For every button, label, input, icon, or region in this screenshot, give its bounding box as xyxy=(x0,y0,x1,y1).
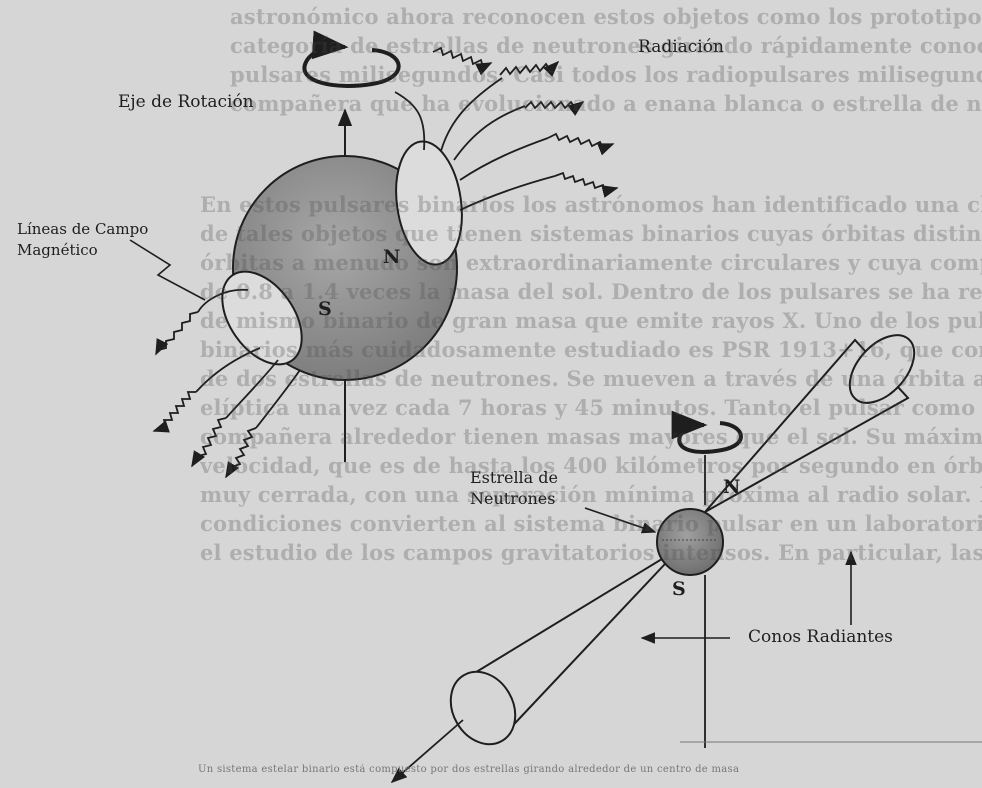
bg-line: compañera que ha evolucionado a enana bl… xyxy=(230,89,982,118)
neutron-star-label: Estrella de Neutrones xyxy=(470,467,558,509)
rotation-axis-label: Eje de Rotación xyxy=(118,92,254,112)
field-lines-label-line1: Líneas de Campo xyxy=(17,219,148,240)
footnote: Un sistema estelar binario está compuest… xyxy=(198,764,978,775)
bg-line: En estos pulsares binarios los astrónomo… xyxy=(200,190,982,219)
bg-line: categoría de estrellas de neutrones gira… xyxy=(230,31,982,60)
small-north-pole-label: N xyxy=(723,476,740,498)
radiating-cones-label: Conos Radiantes xyxy=(748,627,893,647)
north-pole-label: N xyxy=(383,246,400,268)
field-lines-label-line2: Magnético xyxy=(17,240,148,261)
bg-line: velocidad, que es de hasta los 400 kilóm… xyxy=(200,451,982,480)
neutron-star-label-line1: Estrella de xyxy=(470,467,558,488)
field-lines-label: Líneas de Campo Magnético xyxy=(17,219,148,261)
bg-line: muy cerrada, con una separación mínima p… xyxy=(200,480,982,509)
south-pole-label: S xyxy=(318,298,332,320)
bg-line: de dos estrellas de neutrones. Se mueven… xyxy=(200,364,982,393)
bg-line: astronómico ahora reconocen estos objeto… xyxy=(230,2,982,31)
bg-line: órbitas a menudo son extraordinariamente… xyxy=(200,248,982,277)
bg-line: condiciones convierten al sistema binari… xyxy=(200,509,982,538)
cone-lower-rim xyxy=(438,660,528,756)
bg-line: elíptica una vez cada 7 horas y 45 minut… xyxy=(200,393,982,422)
bg-line: el estudio de los campos gravitatorios i… xyxy=(200,538,982,567)
bg-line: compañera alrededor tienen masas mayores… xyxy=(200,422,982,451)
bg-line: pulsares milisegundos. Casi todos los ra… xyxy=(230,60,982,89)
small-south-pole-label: S xyxy=(672,578,686,600)
radiation-label: Radiación xyxy=(638,37,724,57)
bg-line: de tales objetos que tienen sistemas bin… xyxy=(200,219,982,248)
bg-line: binarios más cuidadosamente estudiado es… xyxy=(200,335,982,364)
neutron-star-label-line2: Neutrones xyxy=(470,488,558,509)
